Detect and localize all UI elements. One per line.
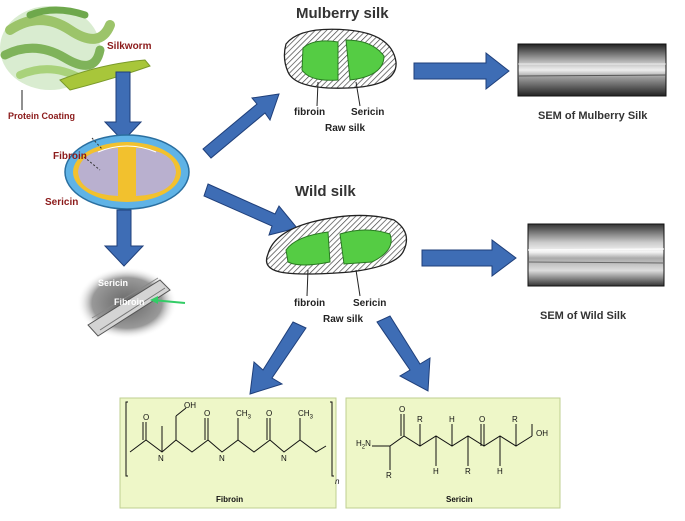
sericin-o1: O [399,405,406,414]
arrow-to-wild [203,183,298,236]
arrow-to-fibroin-structure [249,321,307,395]
mulberry-silk-title: Mulberry silk [296,5,389,22]
fibroin-o1: O [143,413,150,422]
fibroin-backbone [125,401,334,477]
mulberry-fibroin-label: fibroin [294,107,326,118]
arrow-to-mulberry [202,93,280,159]
mulberry-sericin-line [355,81,361,107]
wild-raw-silk [265,214,408,275]
mulberry-raw-silk [283,28,397,89]
sericin-oh: OH [536,429,548,438]
sericin-h3: H [497,467,503,476]
sericin-r1: R [386,471,392,480]
fibroin-n-subscript: n [335,477,340,486]
sericin-backbone [372,414,533,470]
sericin-structure-caption: Sericin [446,495,473,504]
sericin-h2: H [449,415,455,424]
sericin-h2n: H2N [356,439,371,451]
silkworm-label: Silkworm [107,41,152,52]
arrow-down-1 [103,71,143,142]
protein-coating-label: Protein Coating [8,111,75,121]
sericin-h1: H [433,467,439,476]
fibroin-label: Fibroin [53,151,87,162]
wild-fibroin-line [306,269,309,297]
fibroin-ch3-a: CH3 [236,409,251,421]
sericin-label: Sericin [45,197,79,208]
sem-wild-caption: SEM of Wild Silk [540,310,627,322]
wild-sericin-line [355,269,361,297]
fibroin-structure-caption: Fibroin [216,495,244,504]
sem-mulberry-image [517,43,667,97]
sericin-r3: R [465,467,471,476]
wild-raw-silk-label: Raw silk [323,314,364,325]
arrow-to-sem-mulberry [413,51,510,91]
fibroin-n3: N [281,454,287,463]
fibroin-ch3-b: CH3 [298,409,313,421]
silkworm-body [59,59,151,91]
wild-fibroin-label: fibroin [294,298,326,309]
arrow-down-2 [103,209,145,267]
wild-sericin-label: Sericin [353,298,387,309]
sericin-r4: R [512,415,518,424]
fibroin-n2: N [219,454,225,463]
arrow-to-sem-wild [421,239,517,277]
fiber-fibroin-label: Fibroin [114,297,145,307]
fiber-pointer-head [150,296,158,304]
fibroin-o2: O [204,409,211,418]
fiber-sem-image [77,267,177,339]
mulberry-fibroin-line [316,81,319,107]
fibroin-oh: OH [184,401,196,410]
mulberry-raw-silk-label: Raw silk [325,123,366,134]
sericin-o2: O [479,415,486,424]
sericin-structure-panel [345,397,561,509]
sem-mulberry-caption: SEM of Mulberry Silk [538,110,648,122]
fibroin-n1: N [158,454,164,463]
coating-leader-line [91,137,103,150]
fibroin-structure-panel [119,397,337,509]
fibroin-leader-line [83,156,101,171]
arrow-to-sericin-structure [376,315,431,392]
fiber-sericin-label: Sericin [98,278,129,288]
cocoon-cross-section [64,134,190,210]
sericin-r2: R [417,415,423,424]
mulberry-sericin-label: Sericin [351,107,385,118]
fibroin-o3: O [266,409,273,418]
sem-wild-image [527,223,665,287]
wild-silk-title: Wild silk [295,183,356,200]
